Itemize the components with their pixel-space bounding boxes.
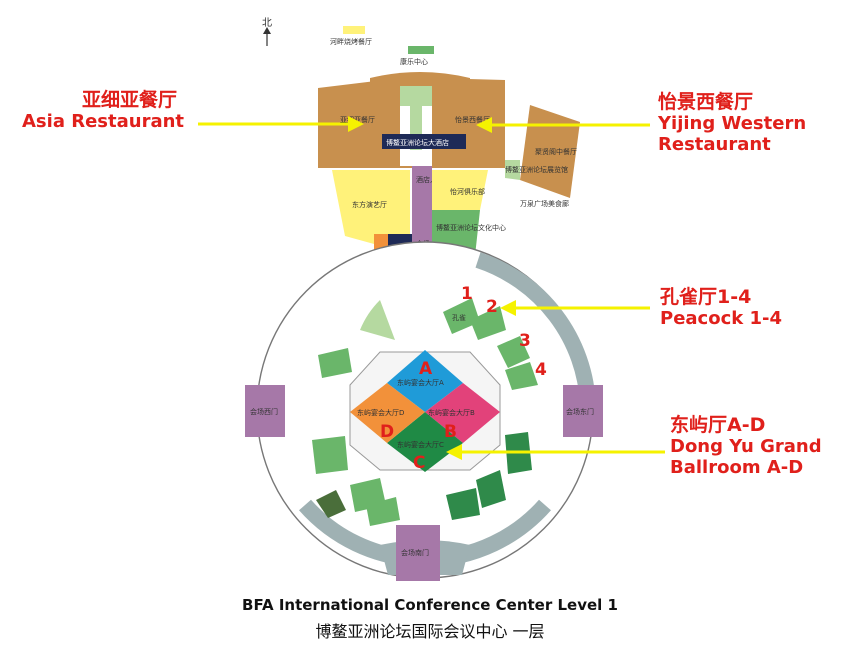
north-label: 北 <box>262 17 272 29</box>
culture-center-label: 博鳌亚洲论坛文化中心 <box>436 223 506 232</box>
callout-asia: 亚细亚餐厅 Asia Restaurant <box>22 89 184 133</box>
south-east-room-2 <box>476 470 506 508</box>
ballroom-c-label: 东屿宴会大厅C <box>397 440 444 449</box>
east-gate-label: 会场东门 <box>566 407 594 416</box>
east-gray-arc <box>475 252 596 406</box>
peacock-cn: 孔雀厅1-4 <box>660 286 752 308</box>
marker-p2: 2 <box>486 297 498 317</box>
marker-d: D <box>380 422 394 442</box>
caption-chinese: 博鳌亚洲论坛国际会议中心 一层 <box>315 622 545 641</box>
east-arts-hall <box>332 170 410 244</box>
asia-cn: 亚细亚餐厅 <box>82 89 178 111</box>
peacock-en: Peacock 1-4 <box>660 307 783 329</box>
exhibition-label: 博鳌亚洲论坛展览馆 <box>505 165 568 174</box>
ballroom-a <box>387 350 463 412</box>
peacock-room-2 <box>470 306 506 340</box>
ballroom-a-label: 东屿宴会大厅A <box>397 378 444 387</box>
north-arrowhead-icon <box>263 27 271 34</box>
south-gate-label: 会场南门 <box>401 548 429 557</box>
peacock-room-3 <box>497 336 530 368</box>
dongyu-en-1: Dong Yu Grand <box>670 435 822 457</box>
north-west-green <box>360 300 395 340</box>
wanquan-label: 万泉广场美食廊 <box>520 199 569 208</box>
peacock-room-4 <box>505 362 538 390</box>
south-gate <box>396 525 440 581</box>
yijing-en-1: Yijing Western <box>658 112 807 134</box>
river-bbq-label: 河畔烧烤餐厅 <box>330 37 372 46</box>
peacock-room-1 <box>443 298 480 334</box>
compass: 北 <box>262 17 272 46</box>
callout-dongyu: 东屿厅A-D Dong Yu Grand Ballroom A-D <box>670 414 822 478</box>
asia-en: Asia Restaurant <box>22 110 185 132</box>
marker-a: A <box>419 359 433 379</box>
caption-english: BFA International Conference Center Leve… <box>242 596 618 614</box>
hotel-lobby <box>400 86 432 106</box>
west-room-1 <box>318 348 352 378</box>
south-west-dark-block <box>316 490 346 518</box>
hotel-name-band <box>382 134 466 149</box>
marker-p4: 4 <box>535 360 547 380</box>
arrow-dongyu <box>446 444 665 460</box>
arrow-yijing <box>476 117 650 133</box>
west-gate-label: 会场西门 <box>250 407 278 416</box>
dongyu-en-2: Ballroom A-D <box>670 456 804 478</box>
callout-peacock: 孔雀厅1-4 Peacock 1-4 <box>660 286 783 330</box>
yihe-club-label: 怡河俱乐部 <box>450 187 485 196</box>
yijing-small-label: 怡景西餐厅 <box>455 115 490 124</box>
west-room-2 <box>312 436 348 474</box>
river-bbq-swatch <box>343 26 365 34</box>
yijing-en-2: Restaurant <box>658 133 771 155</box>
juxian-building <box>520 105 580 198</box>
south-east-room-3 <box>446 488 480 520</box>
yihe-club <box>432 170 488 210</box>
marker-c: C <box>413 453 425 473</box>
marker-p3: 3 <box>519 331 531 351</box>
dongyu-cn: 东屿厅A-D <box>670 414 766 436</box>
ballroom-d <box>350 383 425 443</box>
marker-p1: 1 <box>461 284 473 304</box>
arrow-asia <box>198 116 364 132</box>
peacock-room-label: 孔雀 <box>452 313 466 322</box>
entertainment-swatch <box>408 46 434 54</box>
arrow-peacock <box>500 300 650 316</box>
ballroom-b-label: 东屿宴会大厅B <box>428 408 475 417</box>
south-west-room-2 <box>366 497 400 526</box>
callout-yijing: 怡景西餐厅 Yijing Western Restaurant <box>658 91 807 155</box>
east-gate <box>563 385 603 437</box>
hotel-entrance-label: 酒店入口 <box>416 175 444 184</box>
entertainment-label: 康乐中心 <box>400 57 428 66</box>
ballroom-c <box>387 412 463 472</box>
juxian-label: 聚贤阁中餐厅 <box>535 147 577 156</box>
ballroom-b <box>425 383 500 443</box>
exhibition-block <box>505 160 520 180</box>
ballroom-d-label: 东屿宴会大厅D <box>357 408 404 417</box>
west-gate <box>245 385 285 437</box>
hotel-name-label: 博鳌亚洲论坛大酒店 <box>386 138 449 147</box>
yijing-cn: 怡景西餐厅 <box>658 91 754 113</box>
asia-restaurant-small-label: 亚细亚餐厅 <box>340 115 375 124</box>
marker-b: B <box>444 422 457 442</box>
east-arts-hall-label: 东方演艺厅 <box>352 200 387 209</box>
